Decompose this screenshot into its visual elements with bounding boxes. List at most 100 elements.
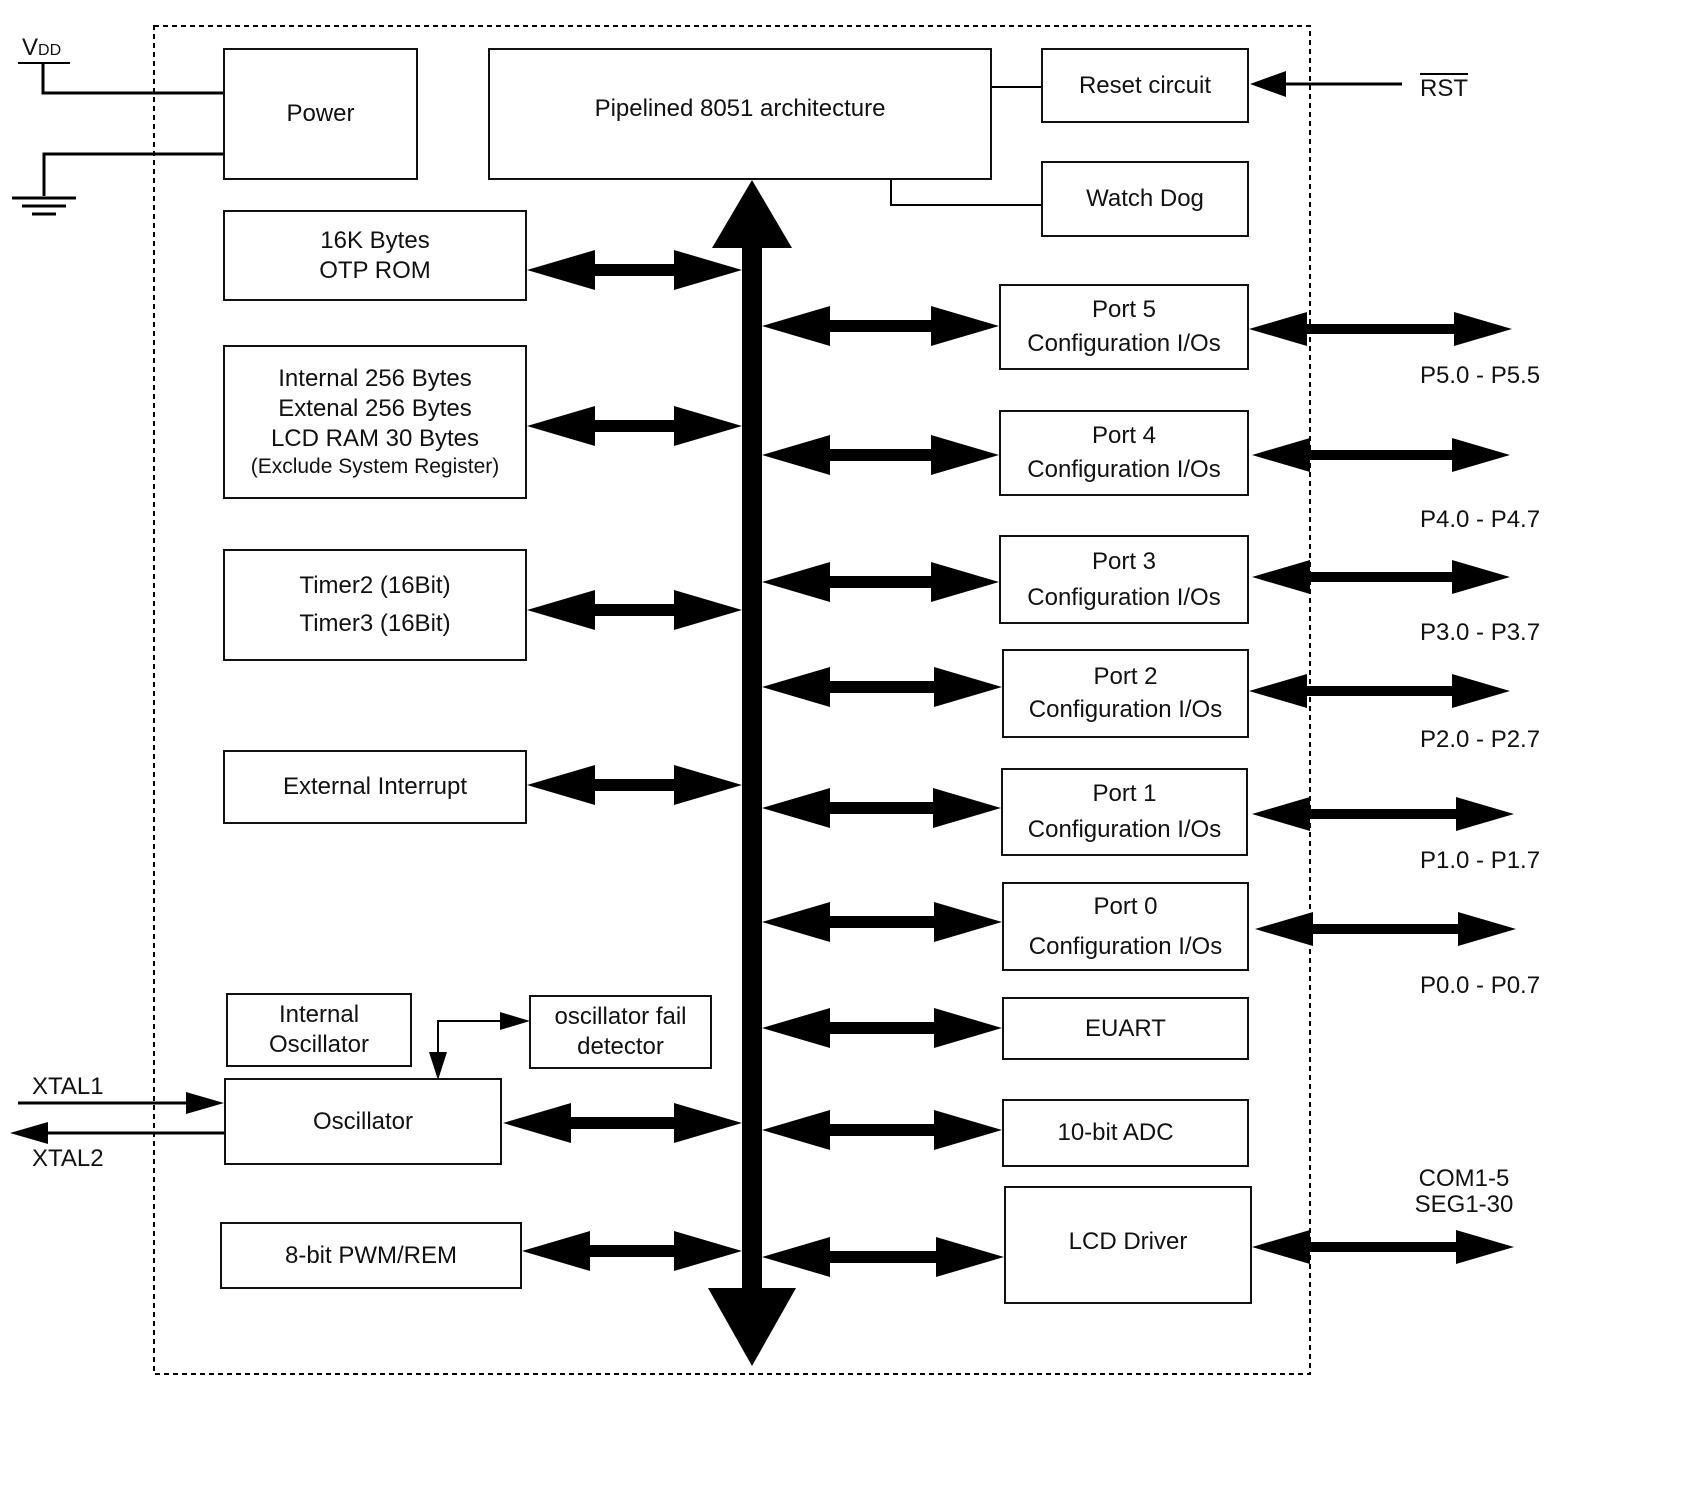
power-block: Power [223, 48, 418, 180]
vdd-sub-text: DD [38, 42, 62, 59]
reset-circuit-block: Reset circuit [1041, 48, 1249, 123]
external-interrupt-block: External Interrupt [223, 750, 527, 824]
main-bus [708, 180, 796, 1366]
port5-ext-arrow [1249, 312, 1512, 346]
adc-text: 10-bit ADC [1057, 1119, 1174, 1146]
port0-ext-arrow [1255, 912, 1516, 946]
port2-bus-arrow [762, 667, 1002, 707]
oscillator-fail-detector-block: oscillator fail detector [529, 995, 712, 1069]
ext-int-bus-arrow [527, 765, 742, 805]
port1-bus-arrow [762, 788, 1001, 828]
port0-bus-arrow [762, 902, 1002, 942]
osc-fail-line-1: oscillator fail [554, 1003, 687, 1030]
ram-line-1: Internal 256 Bytes [278, 364, 472, 392]
euart-bus-arrow [762, 1008, 1002, 1048]
port5-line-2: Configuration I/Os [1027, 330, 1221, 357]
ram-bus-arrow [527, 406, 742, 446]
com-text: COM1-5 [1418, 1165, 1510, 1192]
port2-line-1: Port 2 [1093, 663, 1158, 691]
ext-int-text: External Interrupt [282, 773, 468, 800]
port4-line-2: Configuration I/Os [1027, 456, 1221, 483]
internal-oscillator-block: Internal Oscillator [226, 993, 412, 1067]
rst-arrow [1250, 71, 1402, 97]
adc-bus-arrow [762, 1110, 1002, 1150]
lcd-text: LCD Driver [1068, 1228, 1188, 1255]
port1-line-2: Configuration I/Os [1027, 816, 1222, 843]
ram-line-3: LCD RAM 30 Bytes [270, 424, 480, 452]
lcd-driver-block: LCD Driver [1004, 1186, 1252, 1304]
vdd-wire [18, 62, 224, 95]
port2-ext-arrow [1249, 674, 1510, 708]
port0-line-1: Port 0 [1093, 892, 1158, 920]
diagram-stage: VDD RST XTAL1 XTAL2 P5.0 - P5.5 P4.0 - P… [10, 25, 1541, 1375]
oscillator-block: Oscillator [224, 1078, 502, 1165]
com-seg-label: COM1-5 SEG1-30 [1406, 1165, 1522, 1219]
port4-bus-arrow [762, 435, 999, 475]
reset-text: Reset circuit [1078, 71, 1212, 99]
ram-line-4: (Exclude System Register) [250, 454, 500, 478]
timer3-text: Timer3 (16Bit) [299, 610, 451, 637]
rom-block: 16K Bytes OTP ROM [223, 210, 527, 301]
port5-line-1: Port 5 [1091, 296, 1157, 324]
osc-fail-link [429, 1012, 530, 1080]
seg-text: SEG1-30 [1414, 1191, 1514, 1219]
rom-line-2: OTP ROM [319, 256, 431, 284]
rom-bus-arrow [527, 250, 742, 290]
ram-block: Internal 256 Bytes Extenal 256 Bytes LCD… [223, 345, 527, 499]
oscillator-bus-arrow [503, 1103, 742, 1143]
port1-line-1: Port 1 [1092, 780, 1157, 807]
timers-bus-arrow [527, 590, 742, 630]
port3-line-2: Configuration I/Os [1027, 583, 1221, 611]
cpu-text: Pipelined 8051 architecture [594, 95, 886, 122]
p5-label: P5.0 - P5.5 [1420, 362, 1541, 389]
oscillator-text: Oscillator [312, 1107, 414, 1135]
ram-line-2: Extenal 256 Bytes [278, 394, 472, 422]
pwm-bus-arrow [522, 1231, 742, 1271]
p1-label: P1.0 - P1.7 [1420, 847, 1541, 874]
p3-label: P3.0 - P3.7 [1420, 619, 1541, 646]
port0-line-2: Configuration I/Os [1028, 932, 1223, 960]
xtal1-arrow [18, 1092, 224, 1114]
int-osc-line-1: Internal [278, 1001, 360, 1028]
watchdog-text: Watch Dog [1086, 185, 1204, 212]
euart-text: EUART [1085, 1014, 1166, 1042]
port3-ext-arrow [1252, 560, 1510, 594]
p4-label: P4.0 - P4.7 [1420, 506, 1541, 533]
lcd-ext-arrow [1252, 1230, 1514, 1264]
pwm-text: 8-bit PWM/REM [284, 1241, 457, 1269]
port5-bus-arrow [762, 306, 999, 346]
port1-block: Port 1 Configuration I/Os [1001, 768, 1248, 856]
timers-block: Timer2 (16Bit) Timer3 (16Bit) [223, 549, 527, 661]
port1-ext-arrow [1252, 797, 1514, 831]
port3-bus-arrow [762, 562, 999, 602]
adc-block: 10-bit ADC [1002, 1099, 1249, 1167]
port5-block: Port 5 Configuration I/Os [999, 284, 1249, 370]
timer2-text: Timer2 (16Bit) [299, 571, 451, 599]
lcd-bus-arrow [762, 1237, 1004, 1277]
port3-line-1: Port 3 [1091, 547, 1157, 575]
port4-line-1: Port 4 [1091, 422, 1157, 450]
chip-boundary [153, 25, 1311, 1375]
power-text: Power [286, 100, 355, 127]
port4-block: Port 4 Configuration I/Os [999, 410, 1249, 496]
rom-line-1: 16K Bytes [320, 226, 430, 254]
cpu-block: Pipelined 8051 architecture [488, 48, 992, 180]
port3-block: Port 3 Configuration I/Os [999, 535, 1249, 624]
euart-block: EUART [1002, 997, 1249, 1060]
int-osc-line-2: Oscillator [268, 1031, 370, 1058]
vdd-main-text: V [22, 34, 39, 61]
port4-ext-arrow [1252, 438, 1510, 472]
xtal1-label: XTAL1 [32, 1073, 104, 1100]
ground-wire [12, 152, 224, 216]
watchdog-block: Watch Dog [1041, 161, 1249, 237]
osc-fail-line-2: detector [577, 1033, 664, 1060]
vdd-label: VDD [22, 36, 61, 60]
rst-text: RST [1420, 75, 1468, 102]
port2-block: Port 2 Configuration I/Os [1002, 649, 1249, 738]
xtal2-label: XTAL2 [32, 1145, 104, 1172]
port2-line-2: Configuration I/Os [1028, 695, 1223, 723]
rst-label: RST [1420, 73, 1468, 101]
pwm-block: 8-bit PWM/REM [220, 1222, 522, 1289]
p0-label: P0.0 - P0.7 [1420, 972, 1541, 999]
